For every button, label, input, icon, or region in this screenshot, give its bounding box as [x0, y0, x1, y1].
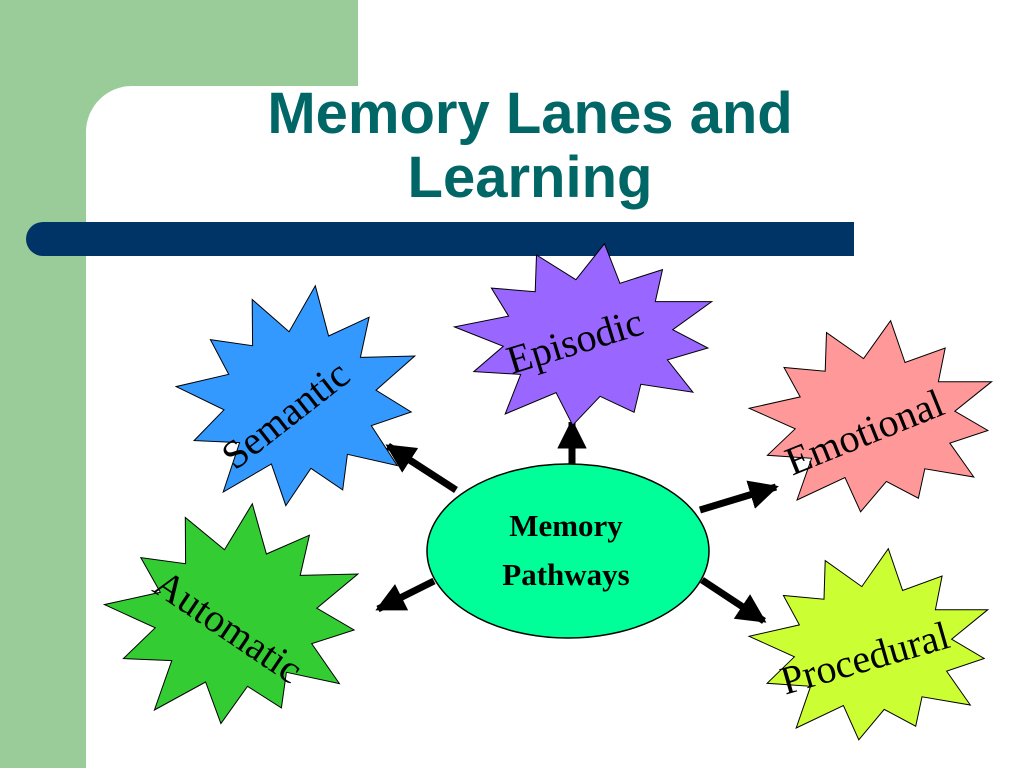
center-label-line-2: Pathways	[502, 557, 629, 592]
burst-emotional: Emotional	[747, 319, 994, 513]
burst-episodic: Episodic	[452, 242, 714, 427]
burst-automatic: Automatic	[102, 502, 360, 725]
starburst-shape	[747, 319, 994, 513]
starburst-shape	[174, 284, 417, 507]
arrow-to-automatic	[375, 577, 436, 613]
arrow-to-semantic	[385, 443, 458, 493]
center-label-line-1: Memory	[509, 508, 623, 543]
starburst-shape	[747, 547, 990, 741]
starburst-shape	[102, 502, 360, 725]
burst-semantic: Semantic	[174, 284, 417, 507]
title-line-2: Learning	[407, 145, 653, 210]
center-node: Memory Pathways	[426, 463, 710, 639]
burst-procedural: Procedural	[747, 547, 990, 741]
center-ellipse	[426, 463, 710, 639]
title-underline-bar	[26, 222, 854, 256]
arrow-to-emotional	[698, 480, 779, 514]
slide-title: Memory Lanes and Learning	[170, 82, 890, 210]
arrow-to-procedural	[700, 577, 767, 624]
connector-arrows	[375, 419, 779, 624]
starburst-shape	[452, 242, 714, 427]
title-line-1: Memory Lanes and	[267, 81, 793, 146]
